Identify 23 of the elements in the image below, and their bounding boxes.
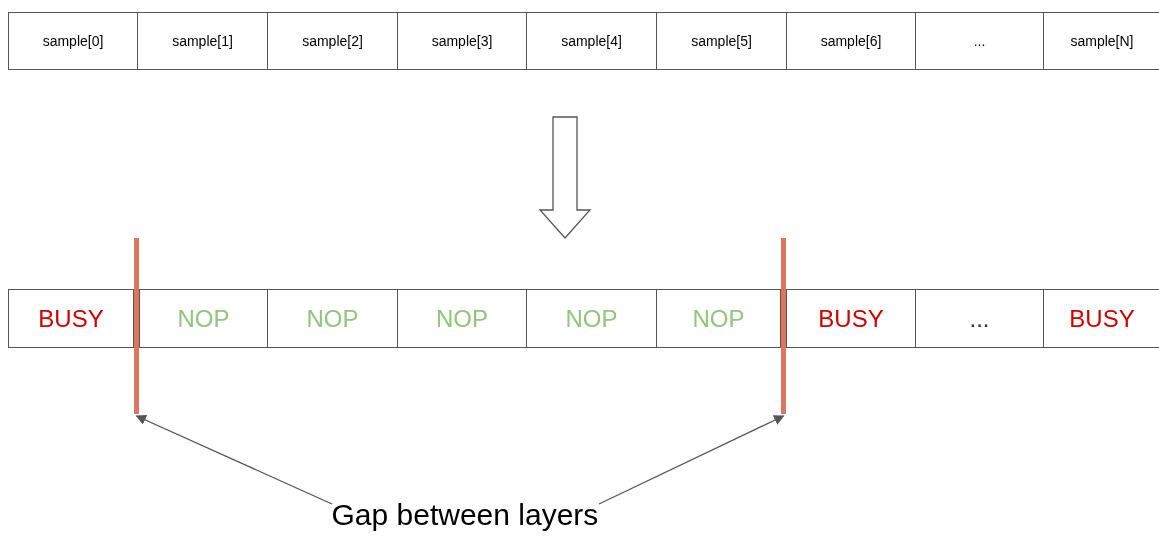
- table-cell: sample[2]: [267, 12, 398, 70]
- divider-bar: [134, 238, 139, 414]
- table-cell: NOP: [397, 289, 527, 348]
- table-cell: NOP: [267, 289, 398, 348]
- caption-text: Gap between layers: [331, 500, 599, 530]
- table-cell: ...: [915, 289, 1044, 348]
- leader-line: [135, 415, 333, 505]
- table-cell: sample[4]: [526, 12, 657, 70]
- table-cell: BUSY: [8, 289, 134, 348]
- divider-bar: [781, 238, 786, 414]
- table-cell: NOP: [139, 289, 268, 348]
- table-cell: NOP: [526, 289, 657, 348]
- table-cell: sample[6]: [786, 12, 916, 70]
- leader-line: [598, 415, 785, 505]
- table-cell: NOP: [656, 289, 781, 348]
- table-cell: BUSY: [1043, 289, 1159, 348]
- table-cell: sample[1]: [137, 12, 268, 70]
- table-cell: sample[N]: [1043, 12, 1159, 70]
- table-cell: sample[0]: [8, 12, 138, 70]
- table-cell: sample[5]: [656, 12, 787, 70]
- table-cell: BUSY: [786, 289, 916, 348]
- table-cell: ...: [915, 12, 1044, 70]
- table-cell: sample[3]: [397, 12, 527, 70]
